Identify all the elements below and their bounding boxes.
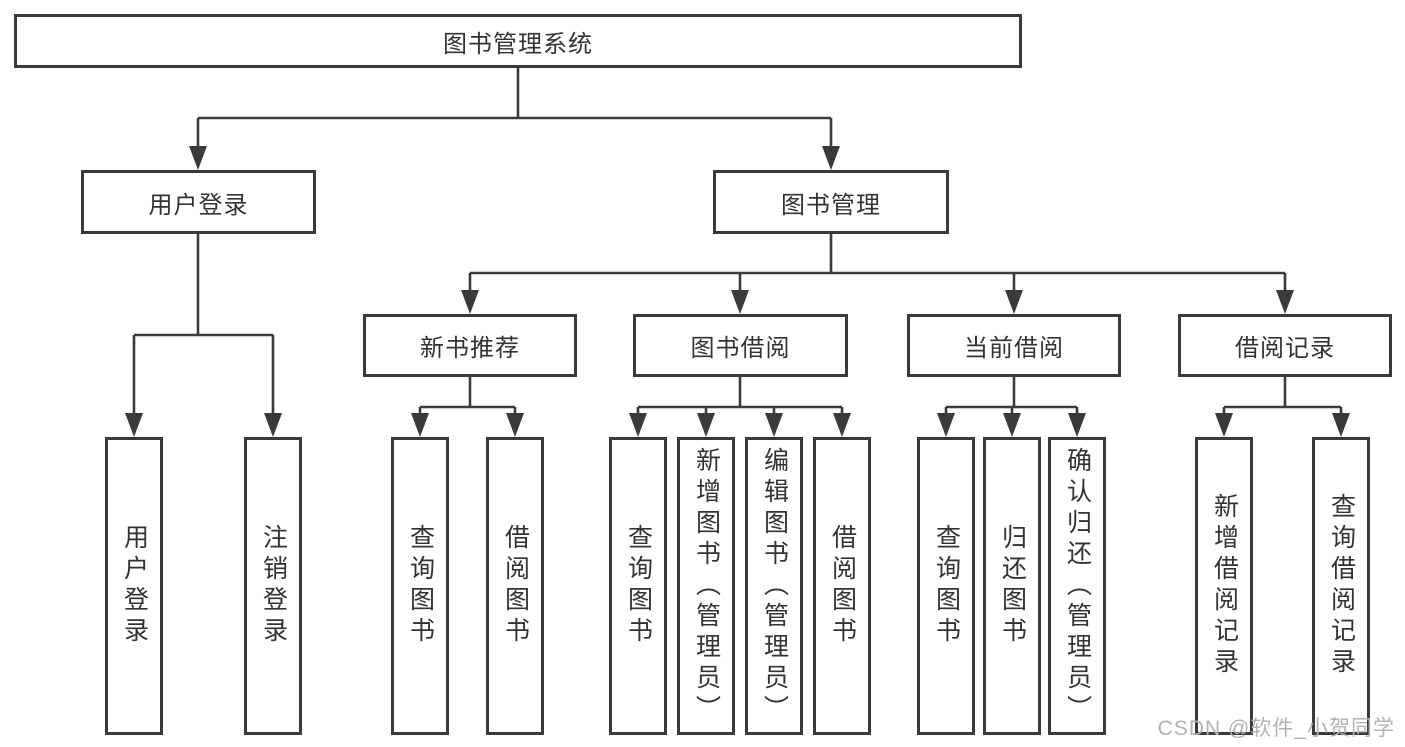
leaf-add-books-admin: 新增图书（管理员） — [677, 437, 735, 735]
leaf-query-borrow-record: 查询借阅记录 — [1312, 437, 1370, 735]
arrowheads — [125, 146, 1350, 437]
node-book-borrow: 图书借阅 — [633, 314, 848, 377]
node-book-management-branch: 图书管理 — [713, 170, 949, 234]
leaf-return-books: 归还图书 — [983, 437, 1041, 735]
leaf-query-books-1: 查询图书 — [391, 437, 449, 735]
node-user-login-branch: 用户登录 — [81, 170, 316, 234]
leaf-user-login: 用户登录 — [105, 437, 163, 735]
csdn-watermark: CSDN @软件_小贺同学 — [1157, 717, 1395, 740]
node-root-system: 图书管理系统 — [14, 14, 1022, 68]
leaf-logout: 注销登录 — [244, 437, 302, 735]
leaf-confirm-return-admin: 确认归还（管理员） — [1048, 437, 1106, 735]
leaf-query-books-2: 查询图书 — [609, 437, 667, 735]
leaf-query-books-3: 查询图书 — [917, 437, 975, 735]
leaf-add-borrow-record: 新增借阅记录 — [1195, 437, 1253, 735]
leaf-borrow-books-1: 借阅图书 — [486, 437, 544, 735]
node-new-book-recommend: 新书推荐 — [363, 314, 577, 377]
node-borrow-records: 借阅记录 — [1178, 314, 1392, 377]
leaf-borrow-books-2: 借阅图书 — [813, 437, 871, 735]
leaf-edit-books-admin: 编辑图书（管理员） — [745, 437, 803, 735]
node-current-borrow: 当前借阅 — [907, 314, 1121, 377]
